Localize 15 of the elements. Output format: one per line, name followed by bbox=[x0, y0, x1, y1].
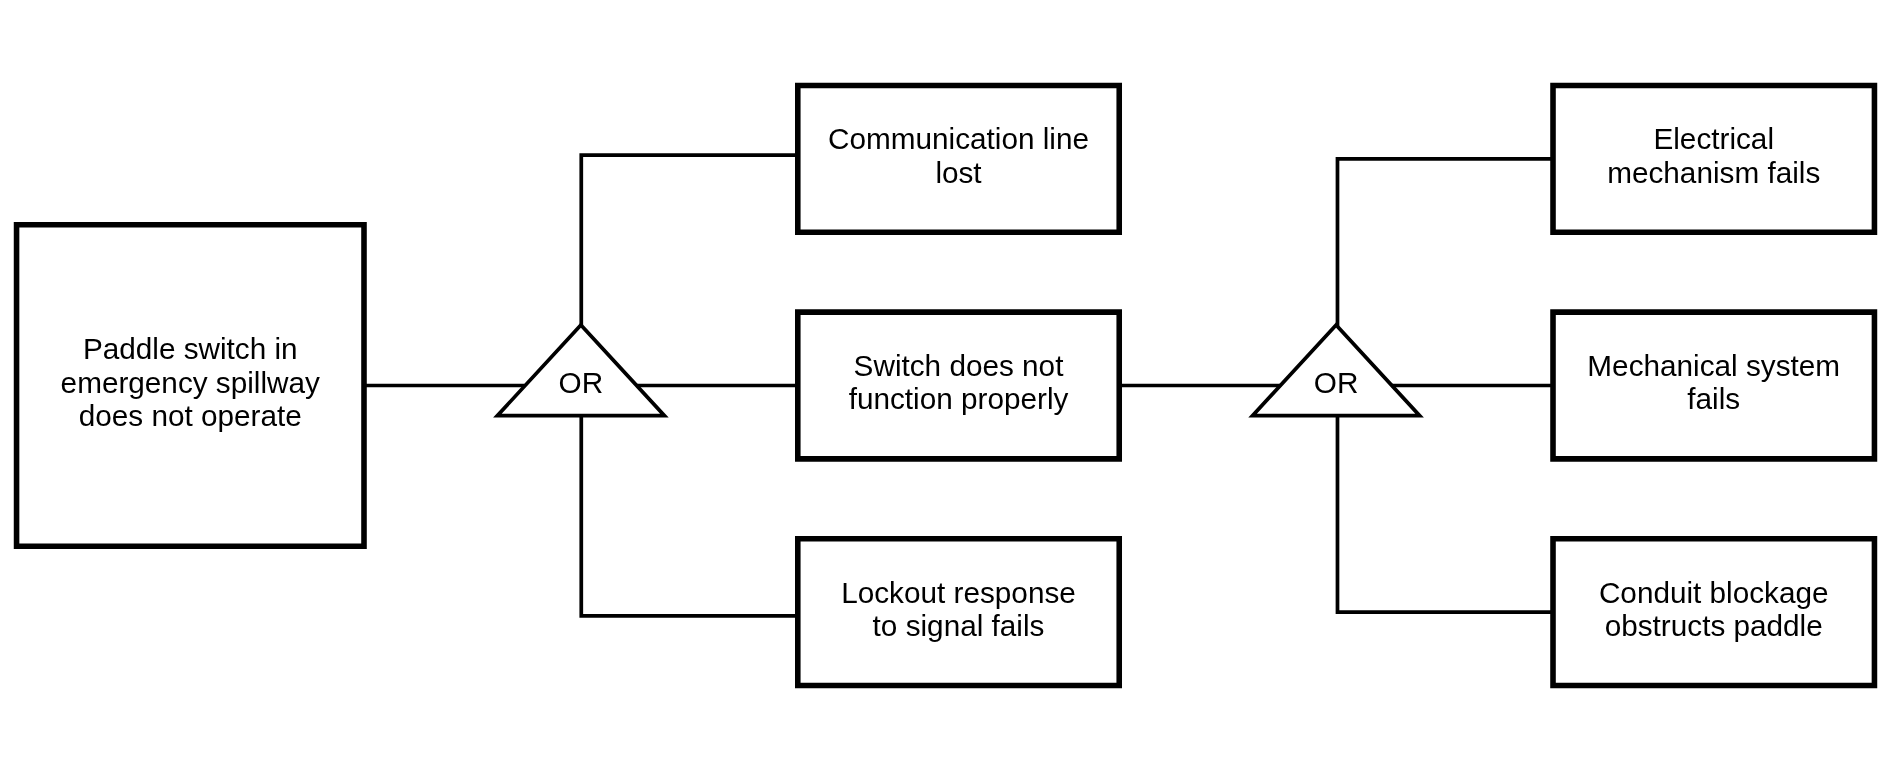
node-box: Lockout response to signal fails bbox=[795, 535, 1122, 688]
connector bbox=[1335, 156, 1553, 327]
node-box: Paddle switch in emergency spillway does not operate bbox=[13, 221, 367, 549]
connector bbox=[636, 383, 798, 387]
node-box: Electrical mechanism fails bbox=[1550, 82, 1878, 235]
node-box: Mechanical system fails bbox=[1550, 308, 1878, 462]
node-box: Conduit blockage obstructs paddle bbox=[1550, 535, 1878, 688]
connector bbox=[579, 152, 798, 325]
node-box: Communication line lost bbox=[795, 82, 1122, 235]
connector bbox=[1335, 415, 1553, 614]
connector bbox=[579, 415, 798, 618]
node-box: Switch does not function properly bbox=[795, 308, 1122, 462]
connector bbox=[1391, 383, 1553, 387]
connector bbox=[364, 383, 525, 387]
connector bbox=[1119, 383, 1281, 387]
